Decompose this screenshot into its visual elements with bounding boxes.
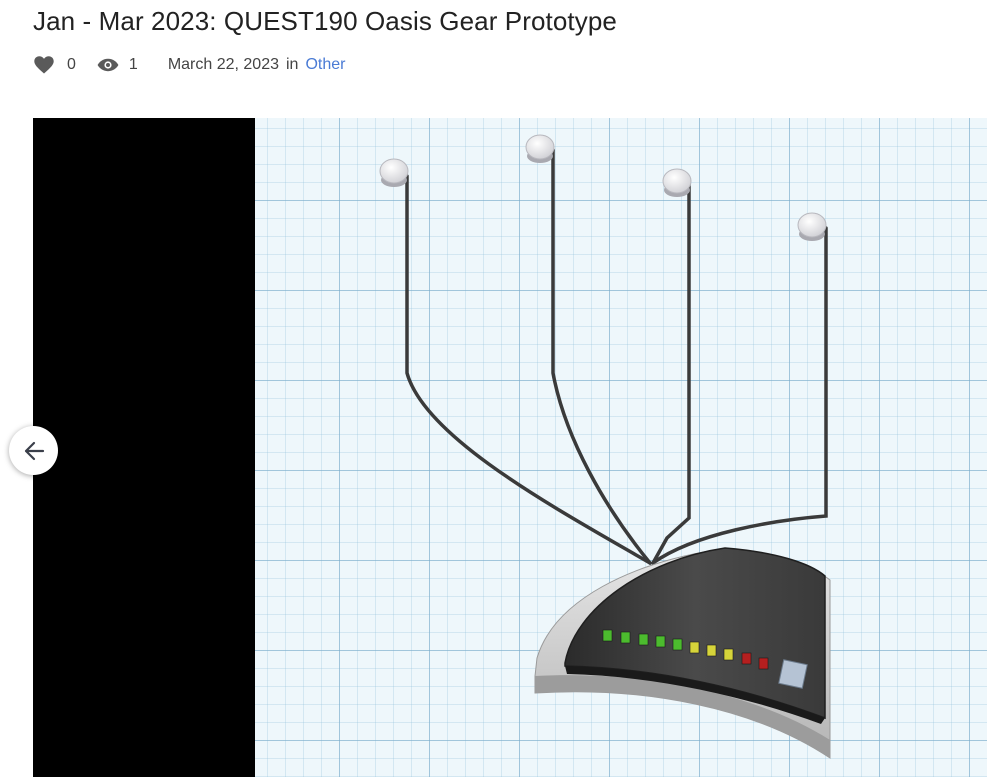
heart-icon <box>34 56 54 74</box>
eye-icon <box>97 58 119 72</box>
likes-count: 0 <box>67 56 76 73</box>
image-gallery <box>33 118 987 777</box>
previous-image-button[interactable] <box>9 426 58 475</box>
like-button[interactable] <box>34 56 54 74</box>
device-illustration <box>379 134 831 759</box>
views-indicator <box>97 58 119 72</box>
publish-date: March 22, 2023 <box>167 56 279 73</box>
gallery-letterbox <box>33 118 255 777</box>
views-count: 1 <box>128 56 138 73</box>
wire-button-knobs <box>379 134 827 241</box>
category-link[interactable]: Other <box>305 56 346 73</box>
arrow-left-icon <box>24 441 44 460</box>
page-title: Jan - Mar 2023: QUEST190 Oasis Gear Prot… <box>33 6 617 36</box>
project-image[interactable] <box>255 118 987 777</box>
project-meta: 0 1 March 22, 2023 in Other <box>34 54 345 76</box>
led-indicator-row <box>602 629 769 670</box>
category-prefix: in <box>286 56 299 73</box>
